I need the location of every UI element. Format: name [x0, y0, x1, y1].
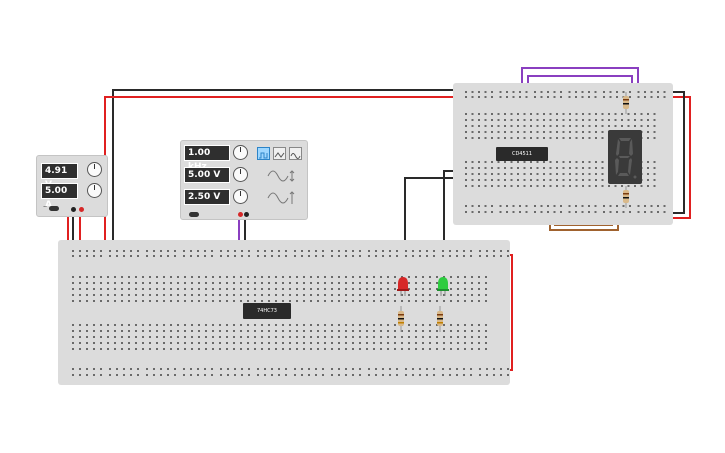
current-display: 5.00 A — [41, 183, 78, 210]
negative-terminal-label: − — [43, 204, 48, 211]
led-red[interactable] — [396, 276, 410, 296]
fg-positive-terminal[interactable] — [238, 212, 243, 217]
sine-wave-button[interactable] — [289, 147, 302, 160]
resistor-right[interactable] — [436, 306, 444, 332]
seven-segment-display[interactable] — [608, 130, 642, 184]
fg-power-toggle[interactable] — [189, 212, 199, 217]
resistor-board2-top[interactable] — [622, 92, 630, 114]
amplitude-wave-icon — [267, 170, 295, 182]
voltage-display: 4.91 V — [41, 163, 78, 190]
decoder-chip[interactable]: CD4511 — [496, 147, 548, 161]
resistor-board2-bottom[interactable] — [622, 186, 630, 208]
wire-red-board2[interactable] — [662, 96, 691, 219]
decoder-chip-label: CD4511 — [511, 151, 533, 157]
breadboard-holes — [465, 91, 666, 98]
offset-display: 2.50 V — [184, 189, 230, 205]
square-wave-button[interactable] — [257, 147, 270, 160]
seven-segment-digit — [615, 138, 637, 179]
wire-black-board2[interactable] — [662, 91, 685, 214]
breadboard-holes — [465, 205, 666, 213]
amplitude-knob[interactable] — [233, 167, 248, 182]
frequency-display: 1.00 kHz — [184, 145, 230, 172]
power-supply[interactable]: 4.91 V 5.00 A − — [36, 155, 108, 217]
triangle-wave-icon — [274, 152, 285, 158]
breadboard-holes — [72, 368, 509, 376]
breadboard-holes — [72, 250, 509, 257]
current-knob[interactable] — [87, 183, 102, 198]
breadboard-holes — [72, 276, 487, 350]
frequency-knob[interactable] — [233, 145, 248, 160]
negative-terminal[interactable] — [71, 207, 76, 212]
flipflop-chip-label: 74HC73 — [257, 308, 277, 314]
function-generator[interactable]: 1.00 kHz 5.00 V 2.50 V — [180, 140, 308, 220]
sine-wave-icon — [290, 153, 301, 159]
resistor-left[interactable] — [397, 306, 405, 332]
square-wave-icon — [259, 152, 268, 159]
breadboard-holes — [465, 113, 656, 187]
flipflop-chip[interactable]: 74HC73 — [243, 303, 291, 319]
voltage-knob[interactable] — [87, 162, 102, 177]
offset-knob[interactable] — [233, 189, 248, 204]
led-red-body — [398, 277, 408, 290]
amplitude-display: 5.00 V — [184, 167, 230, 183]
offset-wave-icon — [267, 191, 295, 204]
triangle-wave-button[interactable] — [273, 147, 286, 160]
led-green-body — [438, 277, 448, 290]
positive-terminal[interactable] — [79, 207, 84, 212]
fg-negative-terminal[interactable] — [244, 212, 249, 217]
led-green[interactable] — [436, 276, 450, 296]
power-toggle[interactable] — [49, 206, 59, 211]
